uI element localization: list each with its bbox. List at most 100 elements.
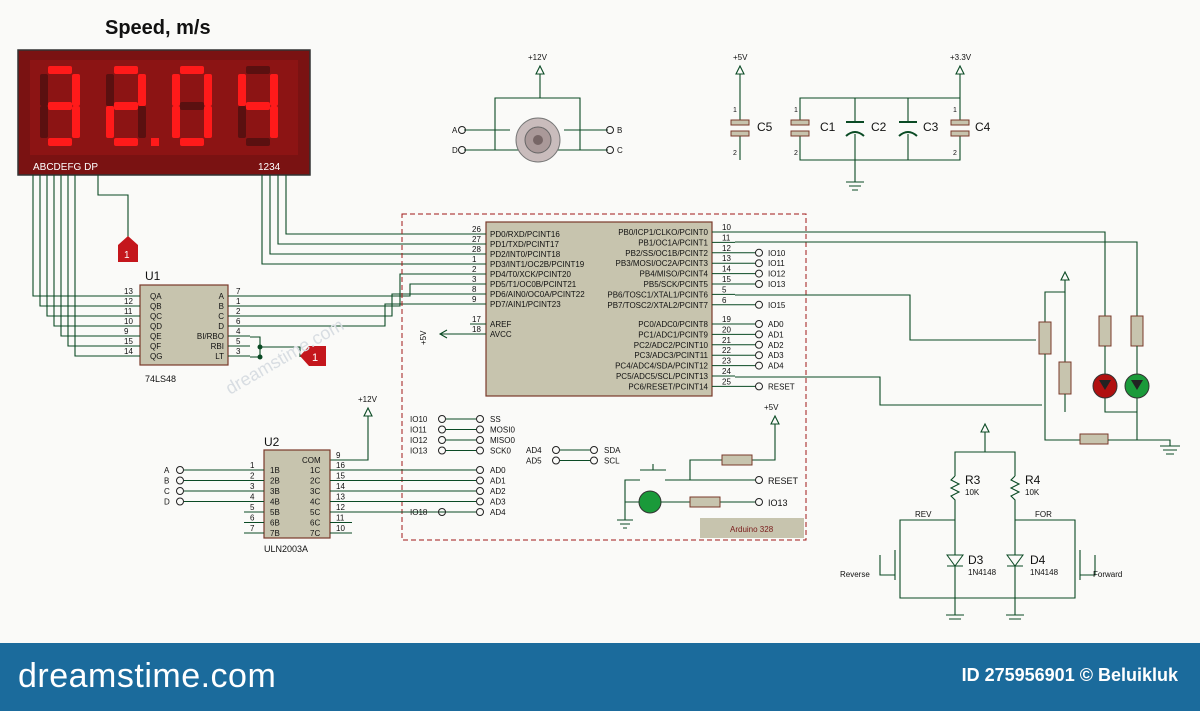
- net-terminal: [176, 497, 184, 506]
- u2-pin-name: 6B: [270, 519, 280, 528]
- mcu-pin-name: PC4/ADC4/SDA/PCINT12: [615, 362, 708, 371]
- segment-a: [180, 66, 204, 74]
- digit-wires: [261, 175, 470, 265]
- net-terminal: [755, 259, 763, 268]
- mcu-pin-num: 6: [722, 296, 727, 305]
- d4-ref: D4: [1030, 553, 1046, 567]
- u2-pin-name: 5C: [310, 508, 320, 517]
- d3-value: 1N4148: [968, 568, 997, 577]
- mcu-pin-name: PB1/OC1A/PCINT1: [638, 238, 708, 247]
- r3-ref: R3: [965, 473, 981, 487]
- mcu-pin-num: 8: [472, 285, 477, 294]
- mcu-pin-num: 21: [722, 336, 731, 345]
- r3-value: 10K: [965, 488, 980, 497]
- mcu-pin-name: PB5/SCK/PCINT5: [644, 280, 709, 289]
- cap-c2: C2: [871, 120, 887, 134]
- u1-pin-name: BI/RBO: [197, 332, 224, 341]
- net-terminal: [552, 446, 560, 454]
- mcu-pin-num: 25: [722, 377, 731, 386]
- cap-plate: [845, 131, 865, 137]
- display-to-u1-wires: [32, 175, 129, 357]
- for-net: FOR: [1035, 510, 1052, 519]
- avcc-supply: +5V: [419, 330, 428, 345]
- segment-e: [172, 106, 180, 138]
- decoupling-capacitors: +5V +3.3V C5 C1 C2 C3 C4 1 2 1 2 1 2: [730, 53, 991, 191]
- u2-pin-num: 10: [336, 524, 345, 533]
- u1-pin-num: 14: [124, 347, 133, 356]
- u2-pin-num: 5: [250, 503, 255, 512]
- arduino-label-box: [700, 518, 804, 538]
- net-label: RESET: [768, 382, 795, 391]
- spi-left-label: IO11: [410, 426, 427, 435]
- mcu-pin-num: 14: [722, 265, 731, 274]
- segment-e: [40, 106, 48, 138]
- mcu-pin-name: PD6/AIN0/OC0A/PCINT22: [490, 290, 585, 299]
- net-terminal: [755, 320, 763, 328]
- net-terminal: [755, 351, 763, 360]
- u2-pin-name: 5B: [270, 508, 280, 517]
- cap-c4-pin2: 2: [953, 150, 957, 157]
- arduino-boundary: [401, 213, 807, 541]
- io18-label: IO18: [410, 508, 428, 517]
- mcu-pin-num: 5: [722, 285, 727, 294]
- u1-part: 74LS48: [145, 374, 176, 384]
- motor-supply: +12V: [528, 53, 548, 62]
- u1-pin-num: 5: [236, 337, 241, 346]
- mcu-pin-num: 11: [722, 233, 731, 242]
- mcu-pin-name: PC6/RESET/PCINT14: [628, 382, 708, 391]
- u1-74ls48: U1 74LS48 13QA12QB11QC10QD9QE15QF14QGA7B…: [120, 269, 250, 384]
- cap-plate: [950, 119, 970, 126]
- footer-logo: dreamstime.com: [18, 657, 277, 695]
- spi-left-label: IO13: [410, 447, 428, 456]
- net-terminal: [438, 446, 446, 455]
- direction-buttons: R3 10K R4 10K REV FOR D3 1N4148 D4 1N414…: [840, 422, 1122, 620]
- net-terminal: [476, 487, 484, 495]
- mcu-pin-num: 27: [472, 235, 481, 244]
- u2-net-label: AD1: [490, 477, 506, 486]
- mcu-pin-num: 12: [722, 244, 731, 253]
- atmega328-chip: 26PD0/RXD/PCINT1627PD1/TXD/PCINT1728PD2/…: [470, 221, 795, 397]
- u1-pins: 13QA12QB11QC10QD9QE15QF14QGA7B1C2D6BI/RB…: [120, 287, 250, 361]
- r4-ref: R4: [1025, 473, 1041, 487]
- u1-pin-name: RBI: [211, 342, 224, 351]
- segment-a: [114, 66, 138, 74]
- cap-supply-5v: +5V: [733, 53, 748, 62]
- motor-c: C: [617, 146, 623, 155]
- net-terminal: [755, 300, 763, 309]
- net-label: IO15: [768, 301, 786, 310]
- cap-plate: [790, 119, 810, 126]
- u2-pin-name: 1C: [310, 466, 320, 475]
- u2-pin-name: 7B: [270, 529, 280, 538]
- net-label: IO13: [768, 280, 786, 289]
- mcu-pin-num: 26: [472, 225, 481, 234]
- mcu-pin-num: 22: [722, 346, 731, 355]
- u2-pin-name: 2B: [270, 477, 280, 486]
- mcu-pin-num: 19: [722, 315, 731, 324]
- mcu-pin-name: PD2/INT0/PCINT18: [490, 250, 561, 259]
- net-terminal: [755, 330, 763, 339]
- cap-plate: [950, 130, 970, 137]
- u2-part: ULN2003A: [264, 544, 308, 554]
- segment-b: [204, 74, 212, 106]
- segment-c: [72, 106, 80, 138]
- cap-c3: C3: [923, 120, 939, 134]
- spi-right-label: SCK0: [490, 447, 511, 456]
- segment-e: [106, 106, 114, 138]
- mcu-pin-name: PB4/MISO/PCINT4: [640, 270, 709, 279]
- reset-supply: +5V: [764, 403, 779, 412]
- d4-value: 1N4148: [1030, 568, 1059, 577]
- u2-pin-num: 7: [250, 524, 255, 533]
- mcu-pin-num: 10: [722, 223, 731, 232]
- cap-plate: [790, 130, 810, 137]
- u2-pin-num: 15: [336, 472, 345, 481]
- segment-c: [270, 106, 278, 138]
- u2-pin-name: COM: [302, 456, 321, 465]
- segment-a: [246, 66, 270, 74]
- mcu-pin-num: 28: [472, 245, 481, 254]
- net-terminal: [476, 466, 484, 474]
- u1-pin-num: 12: [124, 297, 133, 306]
- segment-f: [106, 74, 114, 106]
- segment-d: [114, 138, 138, 146]
- u1-pin-num: 4: [236, 327, 241, 336]
- motor-a: A: [452, 126, 458, 135]
